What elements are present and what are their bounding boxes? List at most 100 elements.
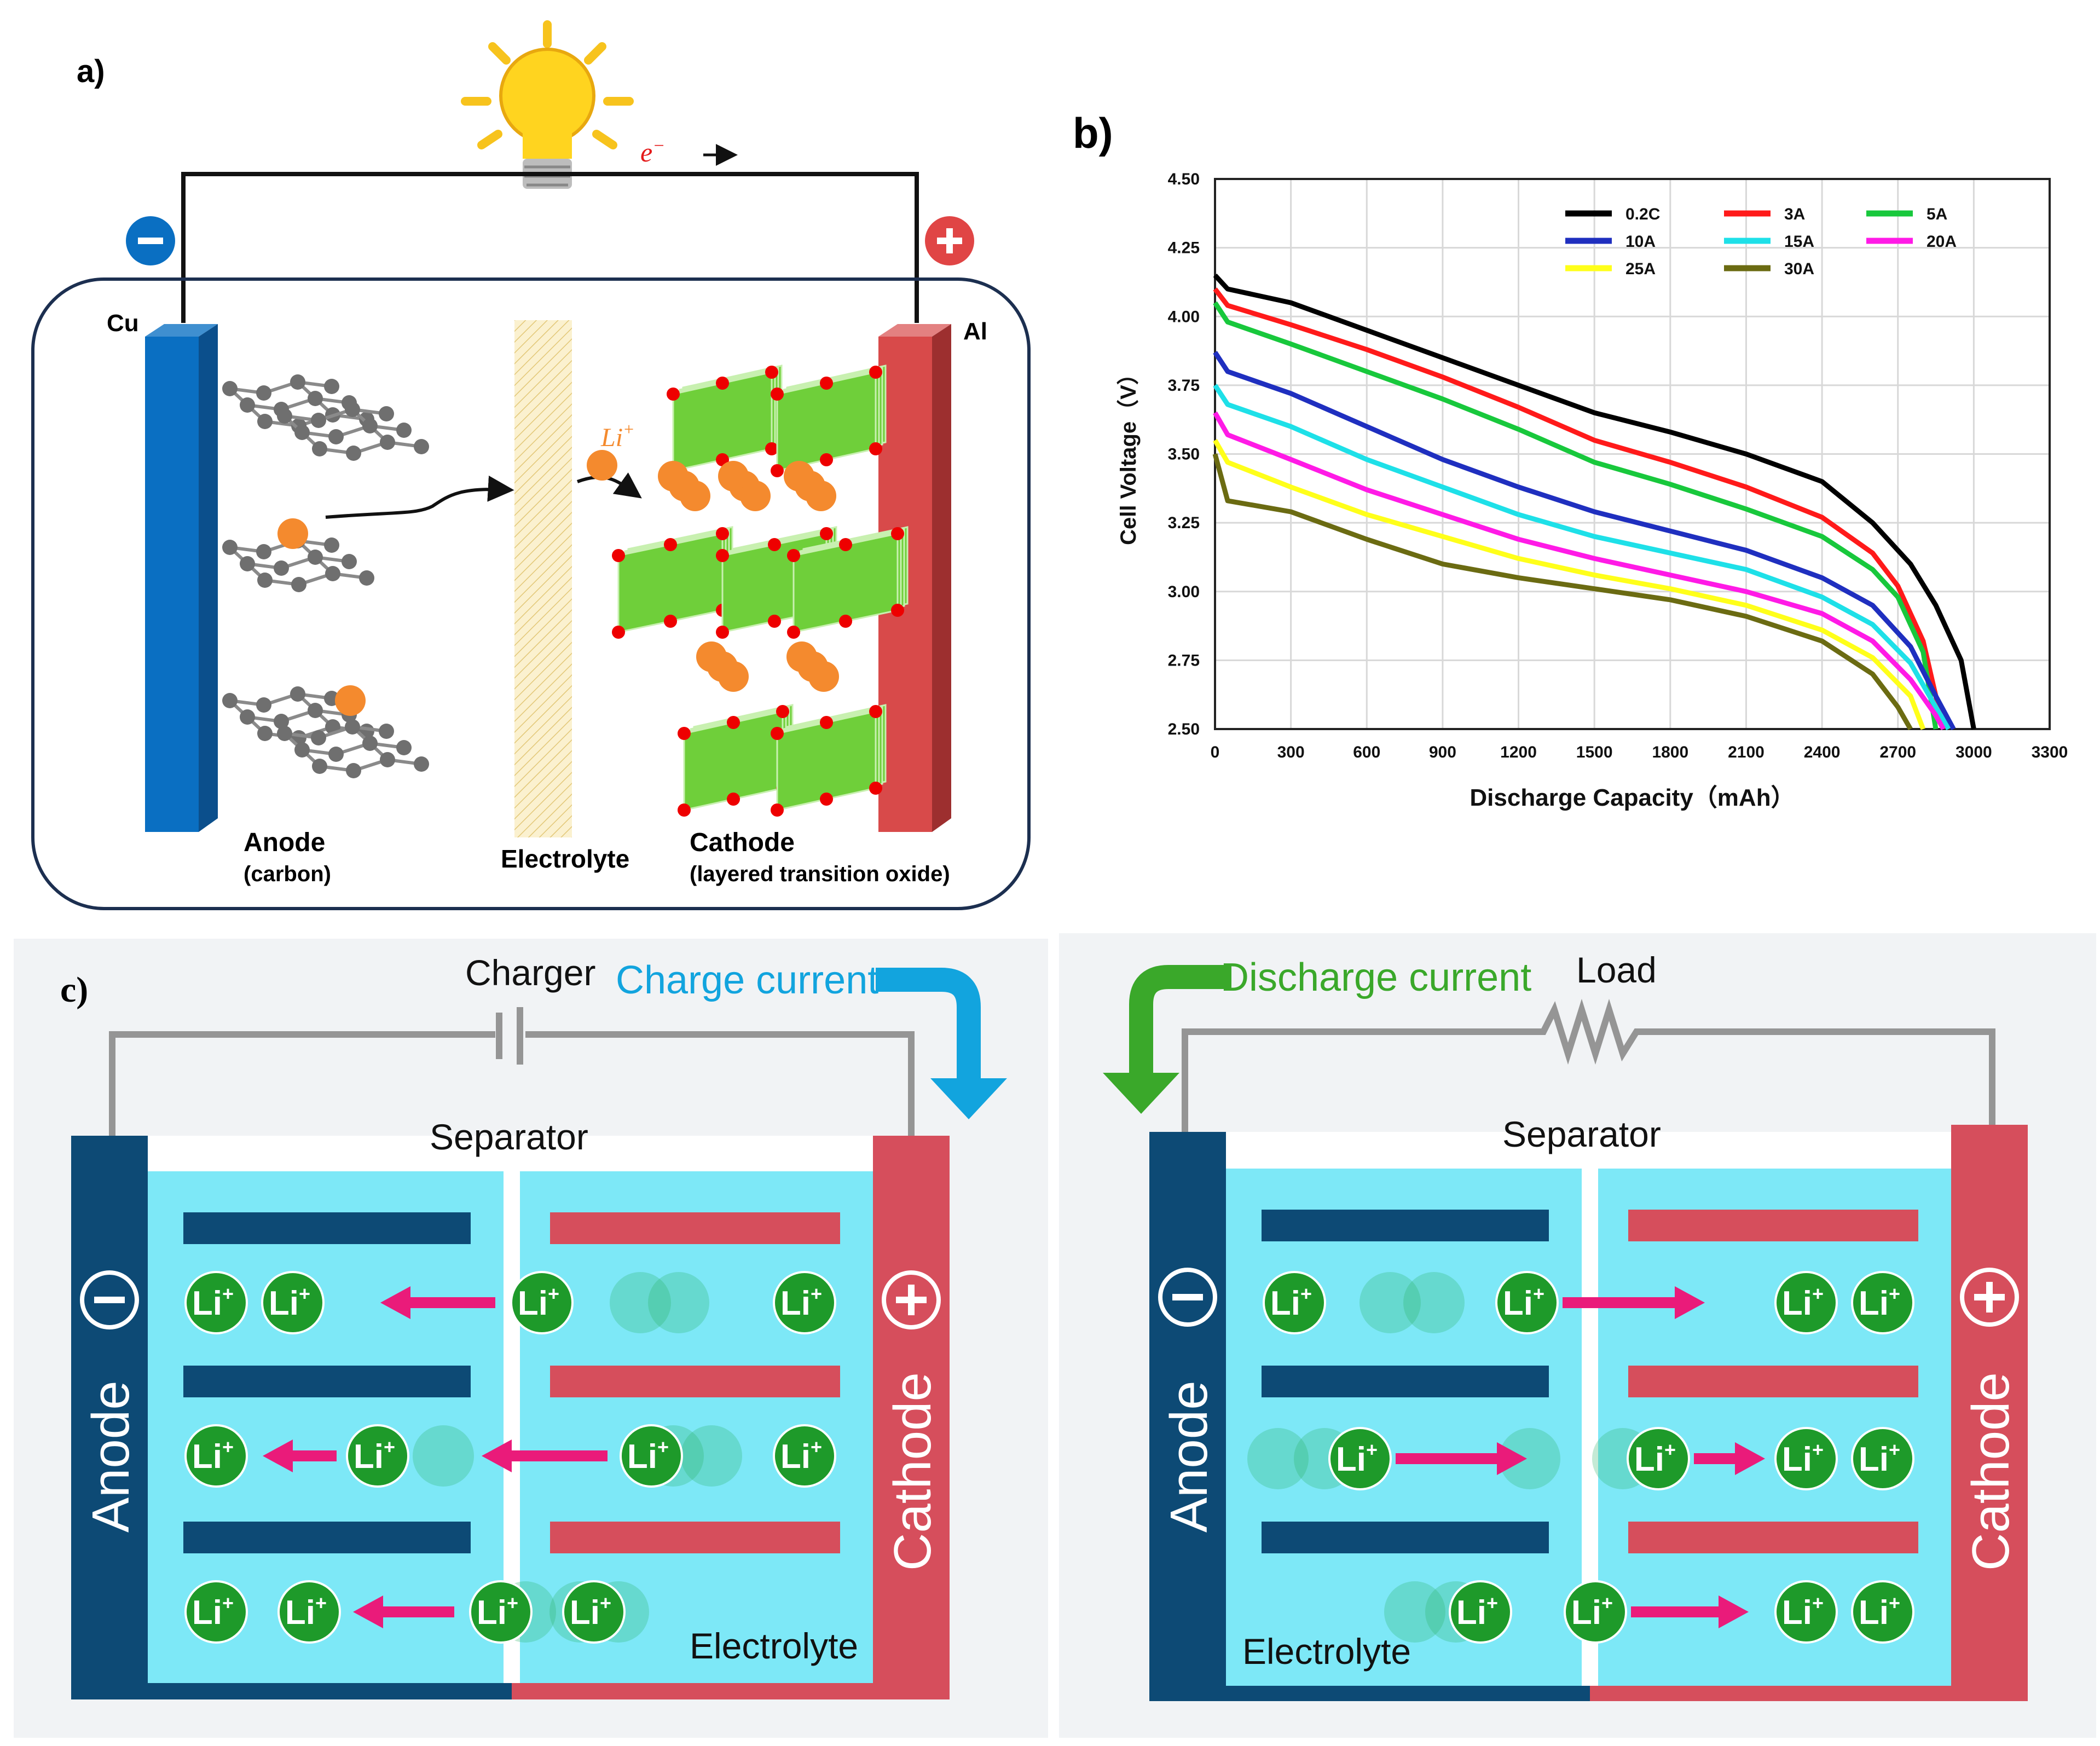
discharge-cathode-layer-1	[1628, 1210, 1918, 1241]
charge-li-ion: Li+	[469, 1580, 533, 1644]
svg-text:Li+: Li+	[627, 1436, 669, 1476]
x-tick-label: 3000	[1956, 743, 1992, 761]
charge-li-ion: Li+	[773, 1271, 836, 1334]
cell-outline	[31, 277, 1031, 910]
panel-a: a) e−	[31, 20, 1031, 910]
charge-cathode-plus-icon	[882, 1270, 941, 1329]
discharge-li-ion: Li+	[1495, 1271, 1559, 1334]
x-tick-label: 1800	[1652, 743, 1688, 761]
svg-text:Li+: Li+	[477, 1592, 518, 1632]
y-tick-label: 3.75	[1168, 377, 1200, 395]
discharge-li-ion: Li+	[1328, 1427, 1392, 1490]
charge-li-ion: Li+	[346, 1424, 409, 1488]
charge-arrow-icon	[263, 1439, 293, 1472]
charge-electrolyte-label: Electrolyte	[690, 1626, 858, 1666]
legend-label: 5A	[1927, 205, 1947, 223]
discharge-cathode-layer-3	[1628, 1522, 1918, 1553]
charge-li-ion: Li+	[184, 1271, 248, 1334]
li-ion-trail	[681, 1425, 742, 1487]
graphene-layers	[222, 374, 429, 778]
svg-text:Li+: Li+	[780, 1436, 822, 1476]
discharge-electrolyte-left	[1226, 1169, 1582, 1686]
discharge-li-ions: Li+Li+Li+Li+Li+Li+Li+Li+Li+Li+Li+Li+	[1247, 1271, 1914, 1644]
positive-terminal-icon	[925, 216, 974, 265]
charge-li-ion: Li+	[773, 1424, 836, 1488]
svg-text:Li+: Li+	[1503, 1282, 1544, 1322]
charge-arrow-icon-shaft	[410, 1297, 495, 1308]
y-tick-label: 4.00	[1168, 308, 1200, 326]
cathode-sub-label: (layered transition oxide)	[690, 862, 950, 886]
svg-text:Li+: Li+	[285, 1592, 327, 1632]
legend-label: 3A	[1784, 205, 1805, 223]
anode-sub-label: (carbon)	[244, 862, 331, 886]
x-tick-label: 2700	[1879, 743, 1916, 761]
charge-bottom-cathode	[512, 1683, 873, 1699]
electrolyte-label: Electrolyte	[501, 845, 629, 873]
y-axis-label: Cell Voltage（V）	[1116, 363, 1141, 545]
charge-cathode-label: Cathode	[883, 1372, 942, 1571]
oxide-slab-1	[667, 365, 783, 477]
charge-arrow-icon-shaft	[512, 1450, 608, 1461]
svg-text:Li+: Li+	[1456, 1592, 1498, 1632]
x-axis-label: Discharge Capacity（mAh）	[1470, 784, 1795, 811]
svg-text:Li+: Li+	[570, 1592, 611, 1632]
svg-text:Li+: Li+	[1782, 1282, 1824, 1322]
series-line-5A	[1213, 301, 1939, 730]
oxide-slab-7	[771, 704, 887, 817]
charge-circuit-wire	[109, 1031, 915, 1138]
oxide-slab-3	[612, 526, 733, 639]
svg-text:Li+: Li+	[1859, 1592, 1900, 1632]
legend-label: 25A	[1625, 260, 1656, 278]
discharge-anode-minus-icon	[1158, 1268, 1217, 1327]
discharge-anode-layer-3	[1262, 1522, 1549, 1553]
svg-text:Li+: Li+	[518, 1282, 559, 1322]
li-ion-trail	[1359, 1272, 1421, 1333]
li-ion-trail	[610, 1272, 671, 1333]
discharge-current-arrow-shaft	[1129, 965, 1231, 1081]
y-tick-label: 3.00	[1168, 583, 1200, 601]
panel-b-label: b)	[1073, 109, 1113, 157]
discharge-arrow-icon	[1497, 1442, 1527, 1475]
charge-separator-label: Separator	[430, 1117, 588, 1157]
li-ion-trail	[1499, 1428, 1560, 1489]
charge-current-arrow-icon	[930, 1078, 1007, 1119]
charge-li-ion: Li+	[184, 1424, 248, 1488]
panel-a-label: a)	[77, 54, 105, 89]
discharge-separator-label: Separator	[1502, 1114, 1661, 1154]
al-label: Al	[963, 318, 987, 345]
li-ion-moving	[587, 450, 617, 481]
discharge-current-label: Discharge current	[1220, 956, 1531, 999]
discharge-electrolyte-label: Electrolyte	[1242, 1631, 1411, 1672]
charge-anode-minus-icon	[80, 1270, 139, 1329]
charge-arrow-icon	[482, 1439, 512, 1472]
charge-li-ion: Li+	[261, 1271, 325, 1334]
x-tick-label: 900	[1429, 743, 1456, 761]
charge-anode-label: Anode	[82, 1380, 140, 1533]
cathode-layered-oxide	[612, 365, 909, 817]
y-tick-label: 4.50	[1168, 170, 1200, 188]
discharge-cathode-bar	[1951, 1125, 2028, 1701]
series-line-15A	[1213, 384, 1951, 731]
charge-anode-bar	[71, 1136, 148, 1699]
svg-text:Li+: Li+	[192, 1436, 234, 1476]
y-tick-label: 4.25	[1168, 239, 1200, 257]
charge-arrow-icon	[353, 1595, 383, 1628]
series-line-30A	[1212, 453, 1913, 731]
svg-text:Li+: Li+	[192, 1592, 234, 1632]
charge-li-ion: Li+	[184, 1580, 248, 1644]
discharge-cathode-plus-icon	[1960, 1268, 2019, 1327]
li-migration-arrow	[325, 475, 514, 519]
series-line-10A	[1213, 351, 1956, 731]
x-tick-label: 0	[1211, 743, 1220, 761]
li-cluster-4	[696, 641, 749, 692]
cu-label: Cu	[107, 310, 139, 337]
discharge-bottom-cathode	[1590, 1686, 1951, 1701]
charging-cell: Charger Charge current Separator Electro…	[71, 952, 1007, 1699]
discharge-arrow-icon-shaft	[1631, 1606, 1719, 1617]
load-label: Load	[1576, 950, 1657, 990]
li-ion-trail	[1247, 1428, 1309, 1489]
discharging-cell: Load Discharge current Separator Electro…	[1103, 950, 2028, 1701]
